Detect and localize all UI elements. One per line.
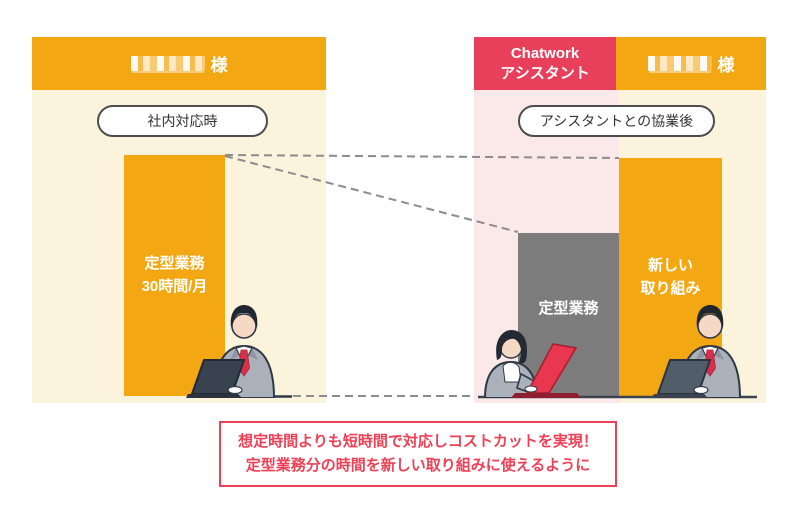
new-initiatives-line2: 取り組み	[640, 279, 701, 297]
routine-before-hours: 30時間/月	[141, 277, 208, 295]
scenario-pill-after: アシスタントとの協業後	[518, 105, 715, 137]
benefit-callout-box: 想定時間よりも短時間で対応しコストカットを実現！ 定型業務分の時間を新しい取り組…	[219, 421, 617, 487]
routine-before-label: 定型業務 30時間/月	[142, 253, 208, 298]
chatwork-label: Chatwork	[510, 45, 580, 62]
chatwork-assistant-header: Chatwork アシスタント	[474, 37, 616, 90]
laptop	[652, 359, 712, 398]
callout-line2: 定型業務分の時間を新しい取り組みに使えるように	[245, 457, 591, 474]
left-company-header: 様	[32, 37, 326, 90]
routine-work-bar-after: 定型業務	[518, 233, 619, 397]
assistant-label: アシスタント	[500, 64, 590, 82]
company-suffix-label: 様	[210, 56, 228, 75]
callout-line1: 想定時間よりも短時間で対応しコストカットを実現！	[238, 433, 598, 450]
assistant-woman-illustration	[483, 330, 581, 398]
scenario-after-label: アシスタントとの協業後	[539, 113, 694, 129]
new-initiatives-label: 新しい 取り組み	[640, 255, 700, 300]
businessman-left-illustration	[186, 305, 276, 398]
new-initiatives-line1: 新しい	[647, 257, 693, 274]
scenario-before-label: 社内対応時	[147, 113, 218, 129]
masked-company-name	[647, 56, 712, 71]
routine-after-label: 定型業務	[538, 300, 599, 317]
masked-company-name	[130, 56, 205, 71]
company-suffix-label: 様	[717, 56, 735, 75]
laptop	[186, 359, 246, 398]
right-company-header: 様	[616, 37, 766, 90]
routine-before-line1: 定型業務	[144, 255, 205, 272]
routine-work-bar-before: 定型業務 30時間/月	[124, 155, 225, 396]
businessman-right-illustration	[652, 305, 742, 398]
bob-hair	[496, 330, 528, 364]
scenario-pill-before: 社内対応時	[97, 105, 268, 137]
